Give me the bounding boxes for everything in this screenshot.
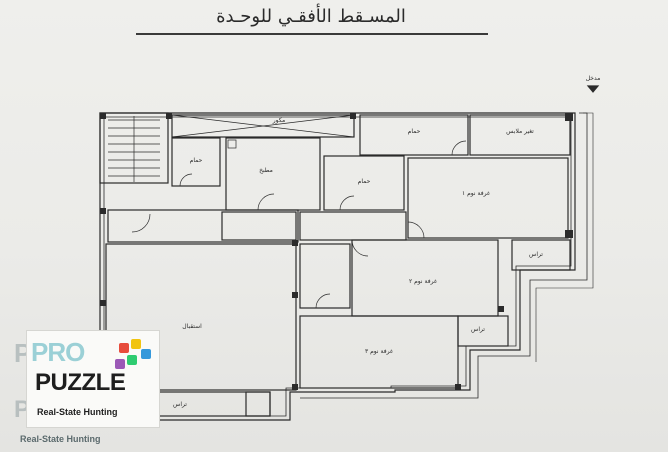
reception-label: استقبال — [182, 323, 202, 330]
bedroom2-label: غرفة نوم ٢ — [409, 278, 437, 285]
bath1-label: حمام — [190, 157, 203, 164]
pro-puzzle-logo: PRO PUZZLE Real-State Hunting — [26, 330, 160, 428]
puzzle-piece-icon — [119, 343, 129, 353]
logo-word-puzzle: PUZZLE — [35, 369, 126, 396]
void-label: مكور — [272, 117, 286, 124]
logo-tagline: Real-State Hunting — [37, 407, 118, 417]
terrace2-label: تراس — [471, 326, 485, 333]
bedroom3-label: غرفة نوم ٣ — [365, 348, 393, 355]
watermark-tagline: Real-State Hunting — [20, 434, 101, 444]
puzzle-piece-icon — [141, 349, 151, 359]
puzzle-piece-icon — [127, 355, 137, 365]
terrace3-label: تراس — [173, 401, 187, 408]
dressing-label: تغير ملابس — [506, 128, 534, 135]
title-underline — [136, 33, 488, 35]
bath2-label: حمام — [358, 178, 371, 185]
bedroom1-label: غرفة نوم ١ — [462, 190, 490, 197]
terrace1-label: تراس — [529, 251, 543, 258]
entrance-arrow-icon — [586, 85, 600, 93]
bath3-label: حمام — [408, 128, 421, 135]
page-title: المسـقط الأفقـي للوحـدة — [216, 6, 406, 27]
entrance-label: مدخل — [586, 75, 601, 82]
puzzle-piece-icon — [131, 339, 141, 349]
puzzle-piece-icon — [115, 359, 125, 369]
kitchen-label: مطبخ — [259, 167, 273, 174]
logo-word-pro: PRO — [31, 337, 85, 367]
